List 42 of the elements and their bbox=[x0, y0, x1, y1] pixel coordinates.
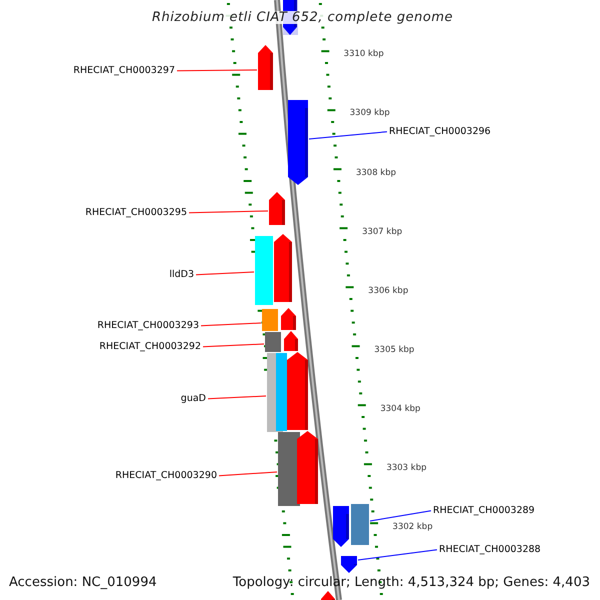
gene-feature bbox=[288, 100, 308, 185]
gene-label: RHECIAT_CH0003292 bbox=[99, 342, 201, 352]
gene-feature bbox=[258, 45, 273, 90]
gene-feature bbox=[321, 591, 335, 600]
leader-line bbox=[202, 344, 264, 348]
gene-feature bbox=[267, 352, 308, 432]
leader-line bbox=[176, 70, 258, 72]
gene-label: lldD3 bbox=[169, 270, 194, 280]
position-label: 3305 kbp bbox=[374, 346, 414, 354]
gene-label: RHECIAT_CH0003296 bbox=[389, 127, 491, 136]
footer-text: Accession: NC_010994 bbox=[9, 576, 157, 589]
position-label: 3310 kbp bbox=[344, 50, 384, 58]
position-label: 3306 kbp bbox=[368, 287, 408, 296]
gene-label: RHECIAT_CH0003297 bbox=[73, 66, 175, 76]
title: Rhizobium etli CIAT 652, complete genome bbox=[152, 11, 453, 24]
leader-line bbox=[208, 396, 266, 400]
position-label: 3308 kbp bbox=[356, 169, 396, 178]
gene-label: RHECIAT_CH0003290 bbox=[115, 471, 217, 480]
leader-line bbox=[196, 272, 254, 276]
leader-line bbox=[188, 210, 268, 214]
leader-line bbox=[218, 472, 278, 476]
gene-feature bbox=[333, 504, 369, 547]
gene-label: guaD bbox=[180, 394, 206, 404]
gene-label: RHECIAT_CH0003289 bbox=[433, 506, 535, 516]
leader-line bbox=[370, 510, 432, 522]
leader-line bbox=[200, 322, 262, 326]
gene-feature bbox=[278, 431, 318, 506]
gene-label: RHECIAT_CH0003295 bbox=[85, 208, 187, 218]
position-label: 3304 kbp bbox=[380, 405, 420, 414]
gene-feature bbox=[255, 234, 292, 305]
gene-label: RHECIAT_CH0003288 bbox=[439, 545, 541, 554]
leader-line bbox=[308, 131, 388, 140]
position-label: 3302 kbp bbox=[392, 523, 433, 532]
gene-feature bbox=[265, 331, 298, 352]
gene-feature bbox=[262, 308, 296, 331]
gene-label: RHECIAT_CH0003293 bbox=[97, 321, 199, 330]
position-label: 3303 kbp bbox=[386, 464, 427, 472]
gene-feature bbox=[341, 556, 357, 573]
position-label: 3307 kbp bbox=[362, 228, 402, 236]
gene-feature bbox=[269, 192, 285, 225]
leader-line bbox=[358, 549, 438, 560]
position-label: 3309 kbp bbox=[350, 109, 390, 118]
